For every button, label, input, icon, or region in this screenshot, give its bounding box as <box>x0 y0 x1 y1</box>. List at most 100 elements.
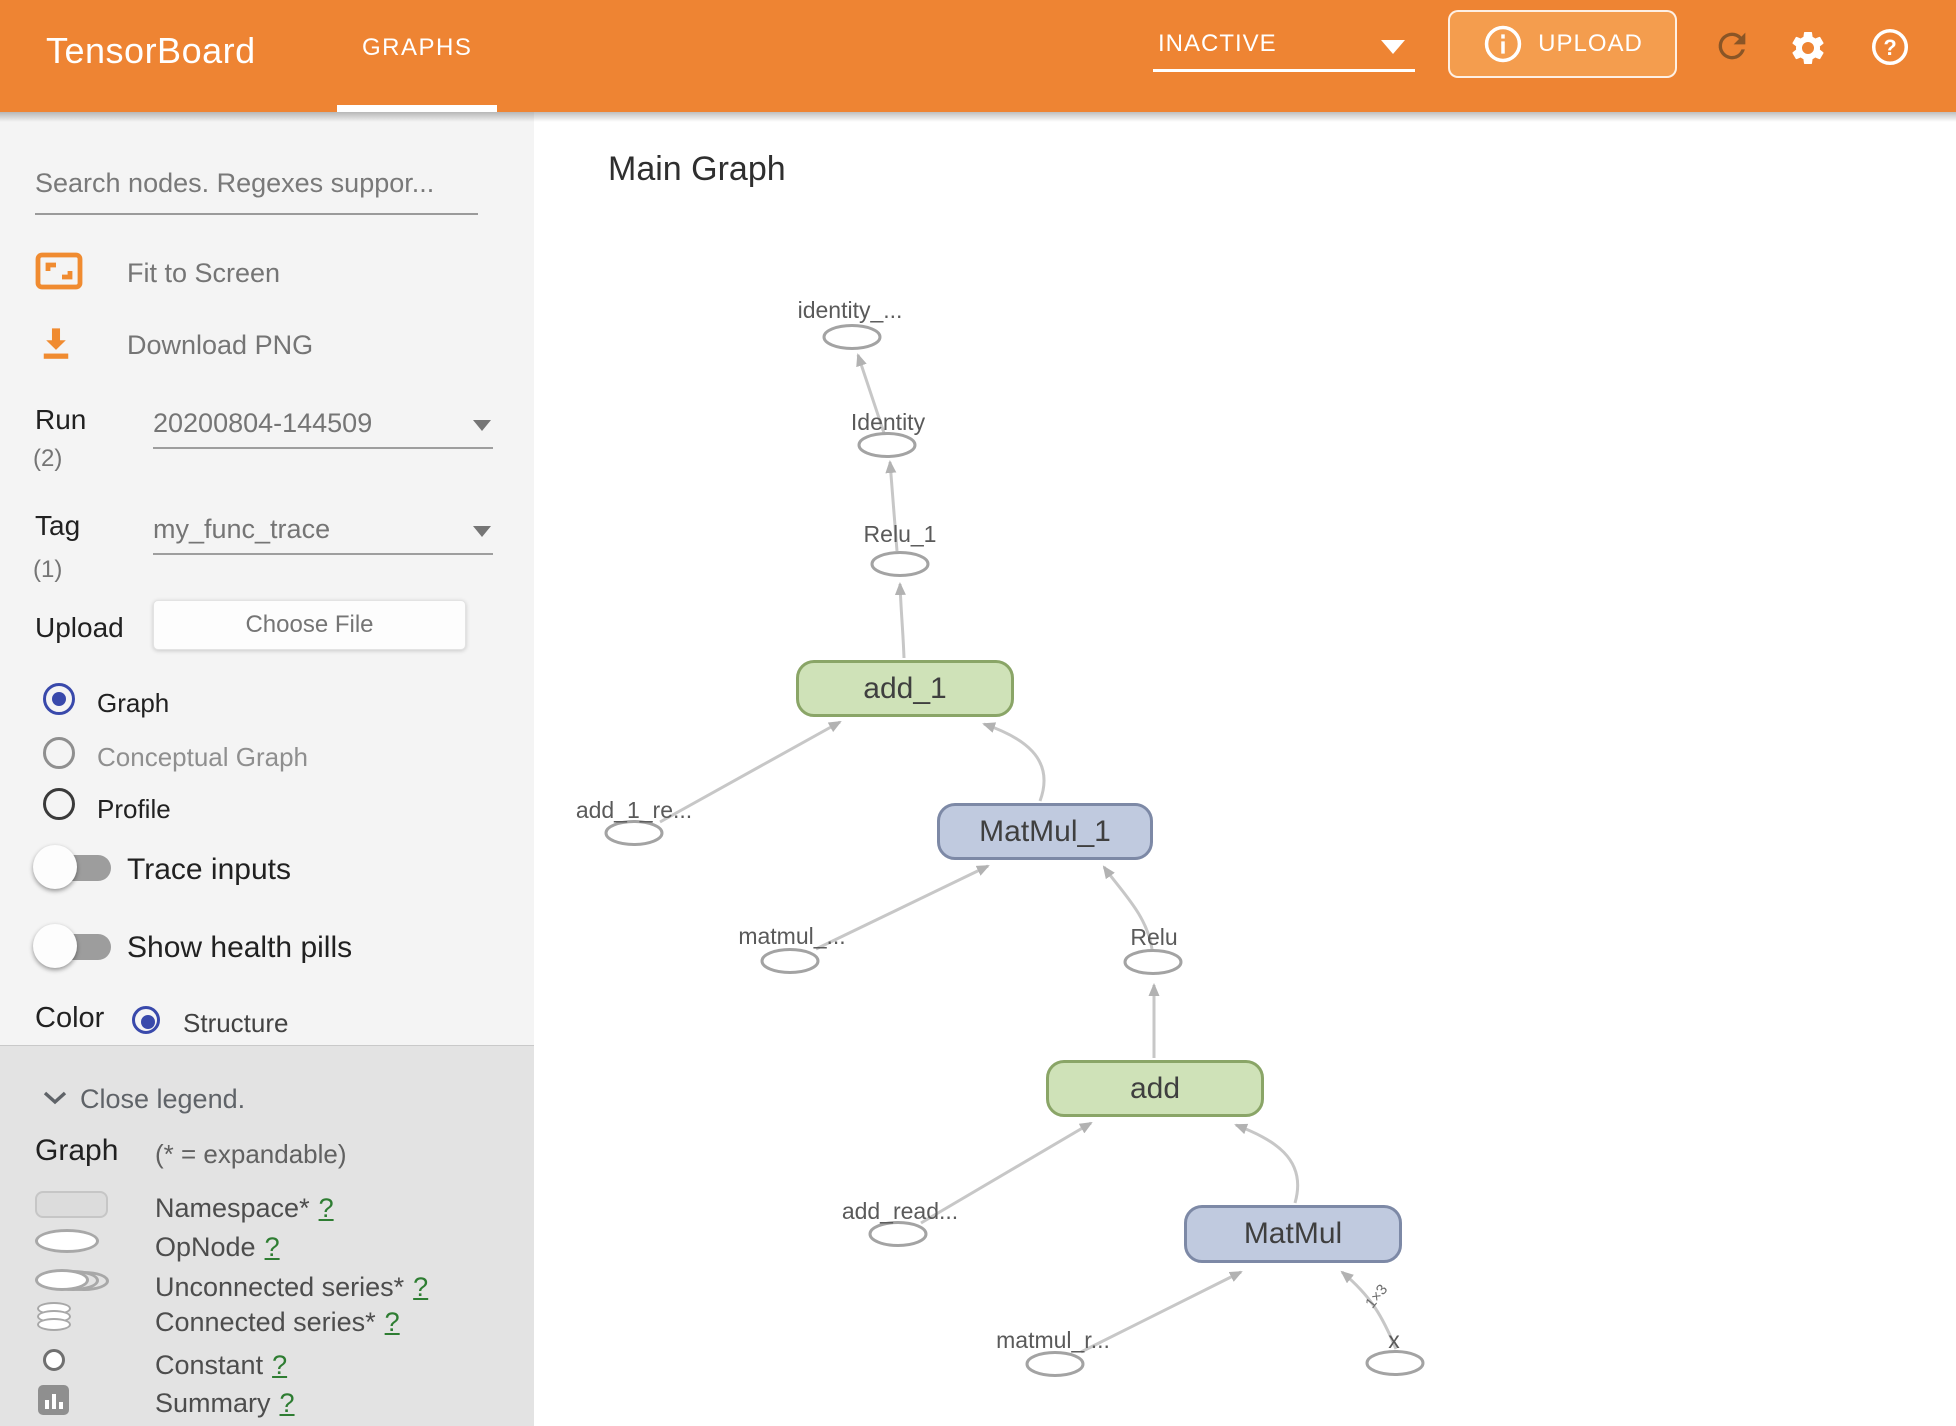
page-title: Main Graph <box>608 150 786 188</box>
graph-node-add[interactable]: add <box>1046 1060 1264 1117</box>
op-node-x[interactable] <box>1365 1350 1425 1376</box>
op-node-label-Relu_1: Relu_1 <box>863 521 937 547</box>
op-node-add_read...[interactable] <box>868 1221 928 1247</box>
graph-node-add_1[interactable]: add_1 <box>796 660 1014 717</box>
op-node-label-matmul_r...: matmul_r... <box>996 1327 1110 1353</box>
opnode-icon <box>35 1229 99 1253</box>
tag-dropdown-value: my_func_trace <box>153 514 331 544</box>
legend-heading: Graph <box>35 1134 119 1167</box>
gear-icon[interactable] <box>1788 28 1828 68</box>
graph-edge <box>920 1121 1093 1225</box>
upload-label: Upload <box>35 612 124 643</box>
radio-profile-label[interactable]: Profile <box>97 794 171 824</box>
radio-color-structure[interactable] <box>132 1006 160 1034</box>
op-node-add_1_re...[interactable] <box>604 820 664 846</box>
status-dropdown-value: INACTIVE <box>1158 30 1277 57</box>
help-link[interactable]: ? <box>272 1350 288 1380</box>
graph-edge <box>659 720 842 824</box>
active-tab-indicator <box>337 105 497 112</box>
help-link[interactable]: ? <box>413 1272 429 1302</box>
op-node-label-Relu: Relu <box>1130 924 1178 950</box>
choose-file-button[interactable]: Choose File <box>153 600 466 650</box>
constant-icon <box>43 1349 65 1371</box>
radio-conceptual-graph-label[interactable]: Conceptual Graph <box>97 742 309 772</box>
help-icon[interactable]: ? <box>1869 26 1911 68</box>
legend-heading-note: (* = expandable) <box>155 1139 347 1169</box>
op-node-Relu[interactable] <box>1123 949 1183 975</box>
fit-to-screen-icon[interactable] <box>35 252 83 290</box>
graph-edge <box>856 353 886 434</box>
chevron-down-icon <box>1381 40 1405 54</box>
close-legend-button[interactable]: Close legend. <box>80 1084 246 1114</box>
tag-dropdown[interactable]: my_func_trace <box>153 514 493 555</box>
fit-to-screen-button[interactable]: Fit to Screen <box>127 258 281 288</box>
radio-profile[interactable] <box>43 788 75 820</box>
graph-edge <box>815 864 990 951</box>
radio-conceptual-graph[interactable] <box>43 737 75 769</box>
color-structure-label[interactable]: Structure <box>183 1008 289 1038</box>
chevron-down-icon <box>473 420 491 431</box>
op-node-identity_...[interactable] <box>822 324 882 350</box>
chevron-down-icon <box>473 526 491 537</box>
radio-graph-label[interactable]: Graph <box>97 688 170 718</box>
chevron-down-icon[interactable] <box>42 1090 68 1106</box>
op-node-label-Identity: Identity <box>850 409 926 435</box>
op-node-Identity[interactable] <box>857 432 917 458</box>
radio-graph[interactable] <box>43 683 75 715</box>
download-icon[interactable] <box>35 320 77 364</box>
graph-edge <box>1080 1270 1243 1354</box>
tag-label: Tag <box>35 510 81 541</box>
op-node-Relu_1[interactable] <box>870 551 930 577</box>
legend-item-connected-series: Connected series*? <box>155 1307 400 1337</box>
help-link[interactable]: ? <box>279 1388 295 1418</box>
op-node-label-add_1_re...: add_1_re... <box>575 797 693 823</box>
op-node-label-matmul_...: matmul_... <box>738 923 846 949</box>
graph-node-MatMul[interactable]: MatMul <box>1184 1205 1402 1263</box>
graph-edge <box>982 722 1046 802</box>
trace-inputs-toggle-knob[interactable] <box>33 845 77 889</box>
tab-graphs[interactable]: GRAPHS <box>362 34 473 61</box>
help-link[interactable]: ? <box>264 1232 280 1262</box>
legend-item-constant: Constant? <box>155 1350 288 1380</box>
legend-item-unconnected-series: Unconnected series*? <box>155 1272 429 1302</box>
search-input[interactable] <box>35 168 478 215</box>
graph-edge <box>1340 1270 1398 1350</box>
download-png-button[interactable]: Download PNG <box>127 330 314 360</box>
svg-text:?: ? <box>1883 35 1896 60</box>
run-dropdown-value: 20200804-144509 <box>153 408 373 438</box>
legend-item-namespace: Namespace*? <box>155 1193 334 1223</box>
legend-item-summary: Summary? <box>155 1388 295 1418</box>
run-label: Run <box>35 404 87 435</box>
sidebar: Fit to Screen Download PNG Run (2) 20200… <box>0 112 534 1426</box>
op-node-label-identity_...: identity_... <box>797 297 903 323</box>
summary-icon <box>38 1385 69 1415</box>
upload-button[interactable]: UPLOAD <box>1448 10 1677 78</box>
run-dropdown[interactable]: 20200804-144509 <box>153 408 493 449</box>
refresh-icon[interactable] <box>1712 26 1752 66</box>
op-node-label-add_read...: add_read... <box>841 1198 959 1224</box>
app-header: TensorBoard GRAPHS INACTIVE UPLOAD ? <box>0 0 1956 112</box>
tensorboard-logo: TensorBoard <box>46 30 256 71</box>
legend-panel: Close legend. Graph (* = expandable) Nam… <box>0 1045 534 1426</box>
op-node-matmul_...[interactable] <box>760 948 820 974</box>
upload-button-label: UPLOAD <box>1538 30 1643 57</box>
run-count: (2) <box>33 445 63 472</box>
unconnected-series-icon <box>35 1269 89 1291</box>
graph-edge <box>1102 865 1154 950</box>
help-link[interactable]: ? <box>318 1193 334 1223</box>
namespace-icon <box>35 1191 108 1218</box>
op-node-matmul_r...[interactable] <box>1025 1351 1085 1377</box>
op-node-label-x: x <box>1388 1327 1400 1353</box>
trace-inputs-label: Trace inputs <box>127 853 291 886</box>
show-health-pills-toggle-knob[interactable] <box>33 924 77 968</box>
header-shadow <box>0 112 1956 122</box>
legend-item-opnode: OpNode? <box>155 1232 280 1262</box>
status-dropdown[interactable]: INACTIVE <box>1153 0 1415 72</box>
color-label: Color <box>35 1002 105 1034</box>
graph-edge <box>1234 1123 1300 1204</box>
help-link[interactable]: ? <box>384 1307 400 1337</box>
graph-node-MatMul_1[interactable]: MatMul_1 <box>937 803 1153 860</box>
graph-edge <box>885 460 899 552</box>
